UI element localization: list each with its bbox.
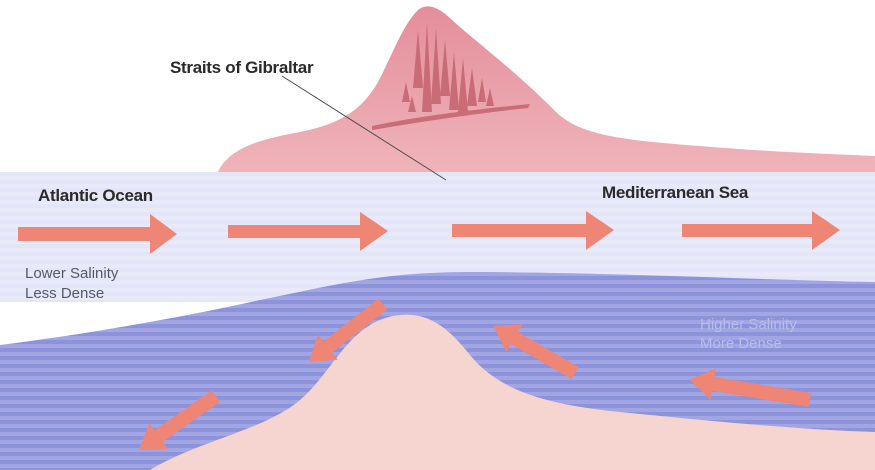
lower-salinity-label: Lower Salinity [25, 264, 118, 283]
land-mass [218, 6, 875, 172]
more-dense-label: More Dense [700, 334, 782, 353]
strait-label: Straits of Gibraltar [170, 58, 313, 78]
mediterranean-label: Mediterranean Sea [602, 183, 748, 203]
less-dense-label: Less Dense [25, 284, 104, 303]
higher-salinity-label: Higher Salinity [700, 315, 797, 334]
atlantic-label: Atlantic Ocean [38, 186, 153, 206]
